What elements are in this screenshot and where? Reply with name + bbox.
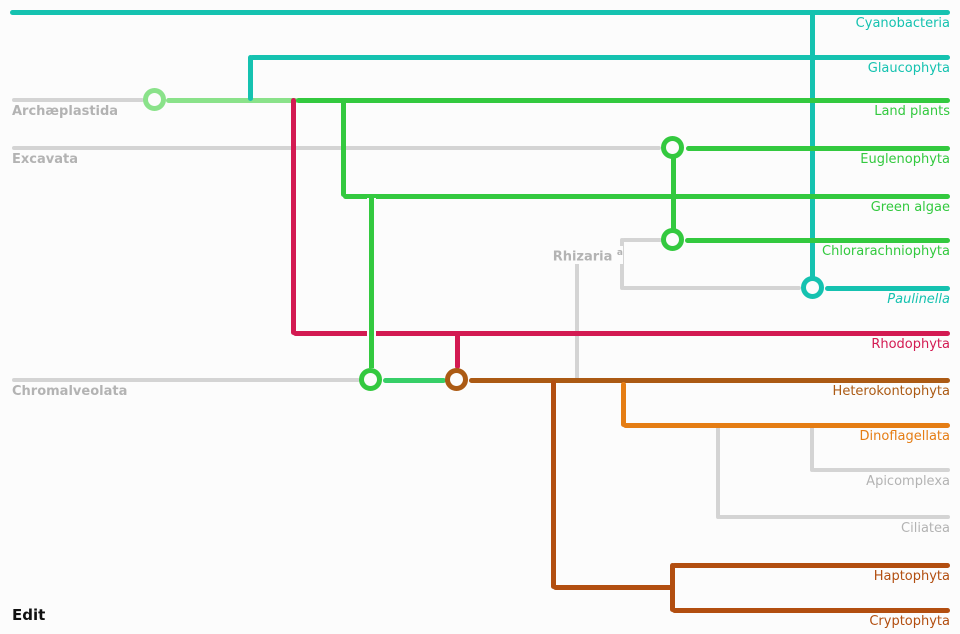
chromalveolata-red-endosymbiosis-circle-icon bbox=[445, 368, 468, 391]
archaeplastida-ancestor-segment bbox=[166, 98, 298, 103]
group-label-archaeplastida[interactable]: Archæplastida bbox=[12, 104, 119, 119]
rhizaria-arm-paulinella bbox=[622, 286, 801, 290]
haptophyta-cryptophyta-stem bbox=[553, 585, 674, 590]
taxon-label-apicomplexa[interactable]: Apicomplexa bbox=[866, 474, 950, 489]
branch-line-cyanobacteria bbox=[10, 10, 950, 15]
paulinella-endosymbiosis-circle-icon bbox=[801, 276, 824, 299]
glaucophyta-corner-riser bbox=[248, 55, 253, 101]
euglenophyta-chlorarachniophyta-connector bbox=[671, 148, 676, 240]
branch-line-paulinella bbox=[825, 286, 950, 291]
host-line-archaeplastida bbox=[12, 98, 144, 102]
branch-line-glaucophyta bbox=[250, 55, 950, 60]
chlorarachniophyta-endosymbiosis-circle-icon bbox=[661, 228, 684, 251]
taxon-label-haptophyta[interactable]: Haptophyta bbox=[873, 569, 950, 584]
haptophyta-cryptophyta-riser bbox=[551, 380, 556, 589]
rhizaria-footnote-marker: a bbox=[616, 248, 623, 258]
group-label-chromalveolata[interactable]: Chromalveolata bbox=[12, 384, 128, 399]
branch-line-land-plants bbox=[296, 98, 950, 103]
dinoflagellata-riser bbox=[621, 382, 626, 427]
primary-endosymbiosis-circle-icon bbox=[143, 88, 166, 111]
group-label-rhizaria[interactable]: Rhizaria a bbox=[530, 246, 623, 265]
taxon-label-rhodophyta[interactable]: Rhodophyta bbox=[871, 337, 950, 352]
taxon-label-glaucophyta[interactable]: Glaucophyta bbox=[867, 61, 950, 76]
branch-line-chlorarachniophyta bbox=[685, 238, 950, 243]
host-line-excavata bbox=[12, 146, 661, 150]
taxon-label-land-plants[interactable]: Land plants bbox=[874, 104, 950, 119]
taxon-label-chlorarachniophyta[interactable]: Chlorarachniophyta bbox=[822, 244, 950, 259]
branch-line-euglenophyta bbox=[686, 146, 950, 151]
red-secondary-endosymbiosis-riser bbox=[455, 333, 460, 369]
green-secondary-endosymbiosis-riser bbox=[367, 198, 376, 368]
branch-line-green-algae bbox=[343, 194, 950, 199]
chromalveolata-connector-segment bbox=[383, 378, 446, 383]
taxon-label-heterokontophyta[interactable]: Heterokontophyta bbox=[832, 384, 950, 399]
branch-line-ciliatea bbox=[718, 515, 950, 519]
green-algae-riser bbox=[341, 98, 346, 197]
group-label-excavata[interactable]: Excavata bbox=[12, 152, 78, 167]
branch-line-haptophyta bbox=[672, 563, 950, 568]
taxon-label-paulinella[interactable]: Paulinella bbox=[887, 292, 950, 307]
branch-line-cryptophyta bbox=[672, 608, 950, 613]
branch-line-rhodophyta bbox=[293, 331, 950, 336]
branch-line-dinoflagellata bbox=[623, 423, 950, 428]
taxon-label-green-algae[interactable]: Green algae bbox=[870, 200, 950, 215]
euglenophyta-endosymbiosis-circle-icon bbox=[661, 136, 684, 159]
apicomplexa-riser bbox=[810, 425, 814, 472]
chromalveolata-green-endosymbiosis-circle-icon bbox=[359, 368, 382, 391]
rhizaria-arm-chlorarachniophyta bbox=[622, 238, 662, 242]
edit-link[interactable]: Edit bbox=[12, 606, 46, 624]
taxon-label-dinoflagellata[interactable]: Dinoflagellata bbox=[859, 429, 950, 444]
taxon-label-euglenophyta[interactable]: Euglenophyta bbox=[860, 152, 950, 167]
host-line-chromalveolata bbox=[12, 378, 360, 382]
rhodophyta-riser bbox=[291, 98, 296, 335]
rhizaria-stem-vertical bbox=[575, 253, 579, 382]
taxon-label-ciliatea[interactable]: Ciliatea bbox=[901, 521, 950, 536]
haptophyta-cryptophyta-bracket bbox=[670, 563, 675, 612]
branch-line-heterokontophyta bbox=[469, 378, 950, 383]
ciliatea-riser bbox=[716, 425, 720, 519]
branch-line-apicomplexa bbox=[812, 468, 950, 472]
taxon-label-cryptophyta[interactable]: Cryptophyta bbox=[869, 614, 950, 629]
taxon-label-cyanobacteria[interactable]: Cyanobacteria bbox=[855, 16, 950, 31]
